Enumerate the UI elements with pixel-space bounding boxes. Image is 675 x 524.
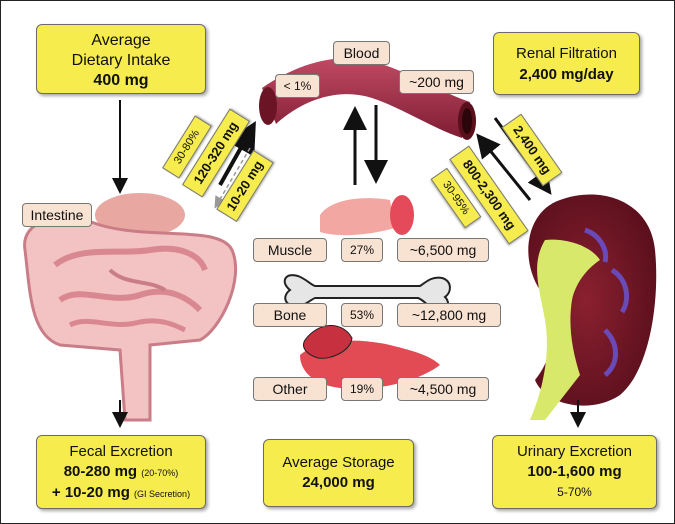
fecal-excretion-box: Fecal Excretion 80-280 mg (20-70%) + 10-…: [36, 435, 206, 509]
blood-label: Blood: [333, 41, 390, 65]
muscle-name: Muscle: [253, 238, 327, 262]
fecal-title: Fecal Excretion: [37, 442, 205, 462]
intestine-label: Intestine: [22, 203, 92, 227]
urinary-title: Urinary Excretion: [493, 442, 656, 462]
intake-line2: Dietary Intake: [37, 51, 205, 71]
intake-amount: 400 mg: [37, 71, 205, 91]
fecal-line1: 80-280 mg: [64, 463, 137, 480]
urinary-amount: 100-1,600 mg: [493, 462, 656, 482]
blood-pct: < 1%: [275, 74, 320, 98]
blood-amount: ~200 mg: [399, 70, 474, 94]
other-pct: 19%: [341, 377, 383, 401]
renal-title: Renal Filtration: [494, 43, 639, 64]
urinary-excretion-box: Urinary Excretion 100-1,600 mg 5-70%: [492, 435, 657, 509]
bone-pct: 53%: [341, 303, 383, 327]
renal-filtration-box: Renal Filtration 2,400 mg/day: [493, 32, 640, 95]
fecal-line2: + 10-20 mg: [52, 484, 130, 501]
storage-amount: 24,000 mg: [264, 473, 413, 493]
average-storage-box: Average Storage 24,000 mg: [263, 439, 414, 507]
bone-name: Bone: [253, 303, 327, 327]
storage-title: Average Storage: [264, 453, 413, 473]
muscle-pct: 27%: [341, 238, 383, 262]
other-amount: ~4,500 mg: [397, 377, 489, 401]
muscle-illustration: [320, 195, 414, 235]
muscle-amount: ~6,500 mg: [397, 238, 489, 262]
intake-line1: Average: [37, 31, 205, 51]
bone-amount: ~12,800 mg: [397, 303, 501, 327]
fecal-line1-note: (20-70%): [141, 468, 178, 478]
kidney-illustration: [528, 194, 656, 420]
renal-amount: 2,400 mg/day: [494, 64, 639, 85]
fecal-line2-note: (GI Secretion): [134, 489, 190, 499]
urinary-pct: 5-70%: [493, 482, 656, 502]
intestine-illustration: [25, 193, 236, 420]
other-name: Other: [253, 377, 327, 401]
dietary-intake-box: Average Dietary Intake 400 mg: [36, 24, 206, 94]
